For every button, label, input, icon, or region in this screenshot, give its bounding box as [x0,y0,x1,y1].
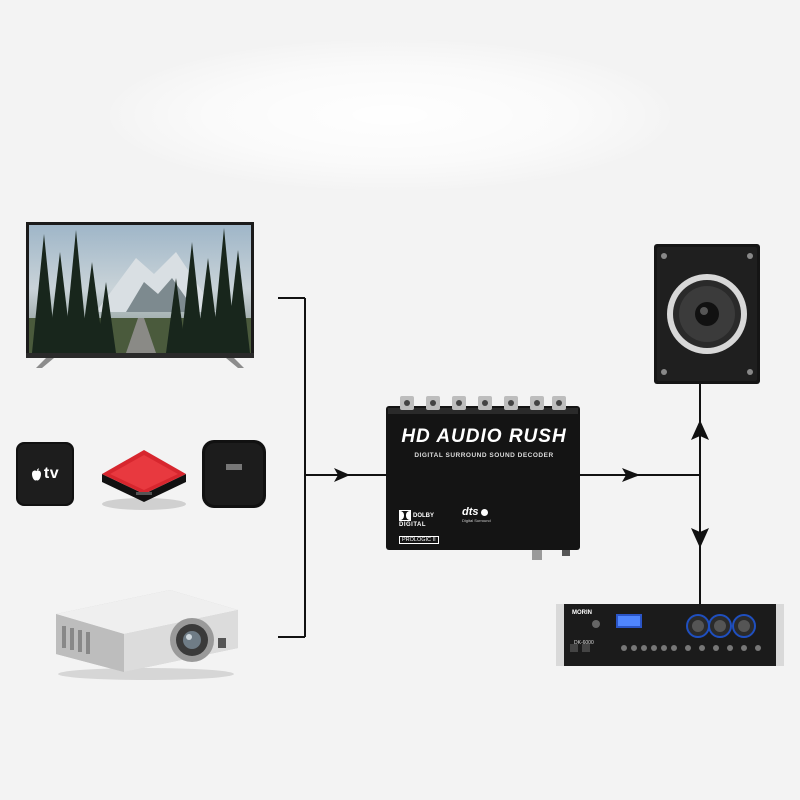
amplifier-icon [556,604,784,666]
input-arrow-icon [334,468,350,482]
dts-logo: dts Digital Surround [462,506,498,523]
background-glow [110,40,670,190]
decoder-subtitle: DIGITAL SURROUND SOUND DECODER [414,452,554,459]
dts-brand: dts [462,506,479,518]
up-arrow-icon [691,420,709,440]
amplifier-model: DK-6000 [574,640,594,646]
dolby-dd-icon [399,510,411,521]
red-box-icon [102,450,186,510]
speaker-icon [654,244,760,384]
dolby-logo: DOLBY DIGITAL PROLOGIC II [399,510,455,546]
tv-icon [26,222,254,368]
amplifier-brand: MORIN [572,610,592,616]
down-arrow-icon [691,528,709,548]
dts-dot-icon [480,508,488,516]
dts-sub: Digital Surround [462,518,491,523]
projector-icon [56,590,238,680]
dolby-mode: PROLOGIC II [399,536,439,544]
apple-tv-icon: tv [16,442,74,506]
dolby-sub: DIGITAL [399,522,427,528]
black-box-icon [202,440,266,508]
dolby-brand: DOLBY [413,512,434,519]
decoder-icon [386,396,580,560]
decoder-title: HD AUDIO RUSH [401,426,567,447]
output-arrow-icon [622,468,640,482]
